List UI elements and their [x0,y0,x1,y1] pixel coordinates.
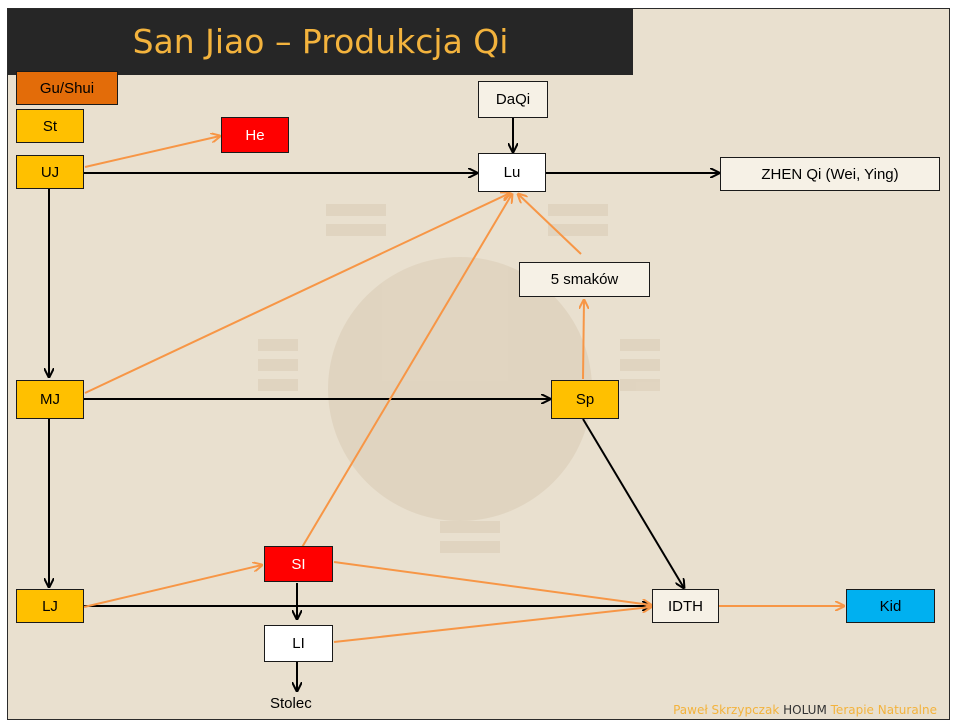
node-sp: Sp [551,380,619,419]
node-uj: UJ [16,155,84,189]
page-title: San Jiao – Produkcja Qi [132,22,509,61]
arrow-sp-smaki [583,300,584,380]
node-li: LI [264,625,333,662]
flow-arrows [8,118,949,719]
title-bar: San Jiao – Produkcja Qi [8,9,633,75]
footer-author: Paweł Skrzypczak [673,703,780,717]
node-mj: MJ [16,380,84,419]
node-si: SI [264,546,333,582]
node-kid: Kid [846,589,935,623]
node-zhenqi: ZHEN Qi (Wei, Ying) [720,157,940,191]
arrow-sp-idth [582,418,684,588]
node-idth: IDTH [652,589,719,623]
arrow-si-lu [300,194,512,550]
arrow-li-idth [333,607,651,643]
node-he: He [221,117,289,153]
footer-tagline: Terapie Naturalne [830,703,937,717]
arrow-smaki-lu [518,194,582,255]
arrow-uj-he [84,136,220,168]
footer-credit: Paweł Skrzypczak HOLUM Terapie Naturalne [673,703,937,717]
node-lu: Lu [478,153,546,192]
arrow-mj-lu [84,193,510,394]
yin-yang-watermark-icon [258,204,660,553]
node-st: St [16,109,84,143]
node-gushui: Gu/Shui [16,71,118,105]
node-daqi: DaQi [478,81,548,118]
label-stolec: Stolec [270,695,312,712]
node-lj: LJ [16,589,84,623]
arrow-si-idth [333,561,651,605]
footer-brand: HOLUM [783,703,827,717]
node-smaki: 5 smaków [519,262,650,297]
slide: San Jiao – Produkcja Qi [7,8,950,720]
arrow-lj-si [83,565,262,608]
